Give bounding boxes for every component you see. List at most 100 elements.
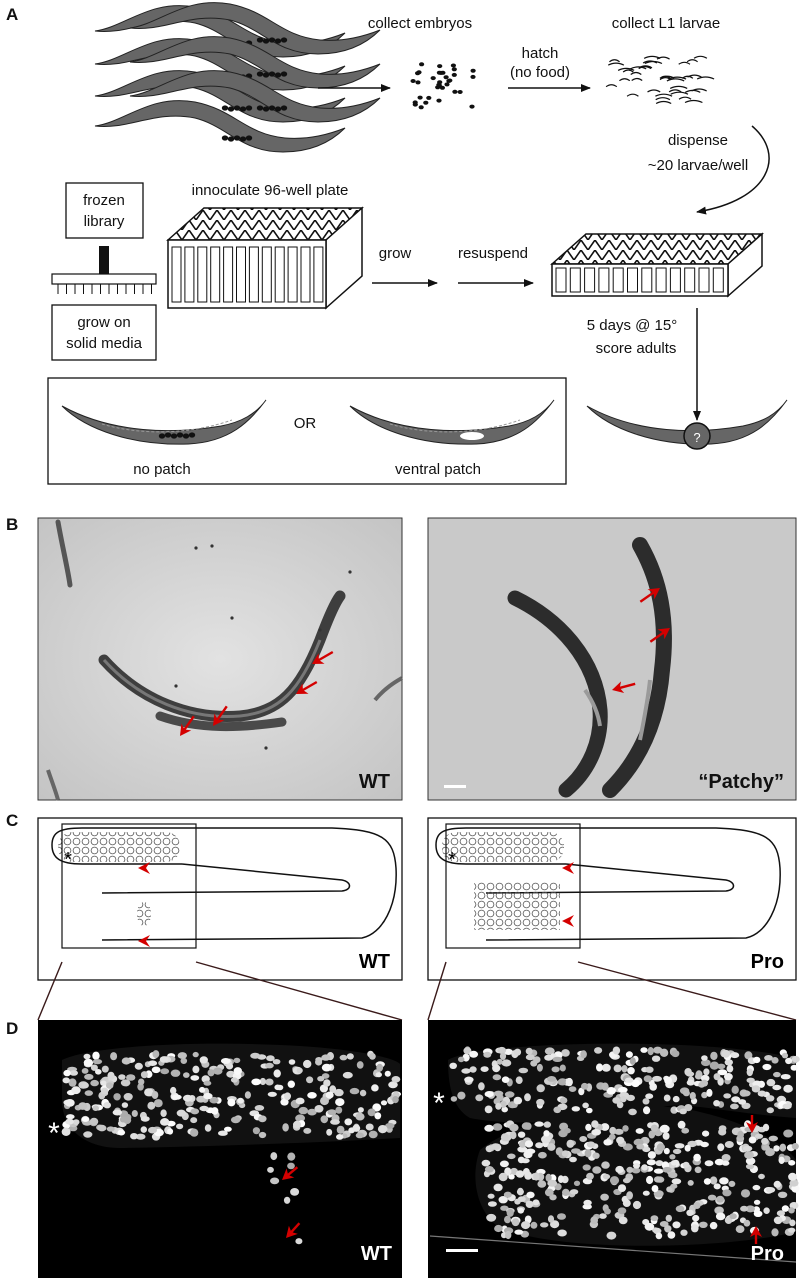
wt-nucleus (153, 1099, 163, 1108)
pro-nucleus (485, 1145, 493, 1153)
pro-nucleus (655, 1160, 664, 1167)
pro-nucleus (754, 1133, 764, 1139)
pro-nucleus (744, 1151, 754, 1159)
b-scale-bar (444, 785, 466, 788)
pro-nucleus (785, 1057, 793, 1065)
pro-nucleus (698, 1221, 708, 1229)
pro-nucleus (730, 1052, 740, 1059)
zoom-line-wt-left (37, 961, 63, 1021)
pro-nucleus (499, 1052, 507, 1061)
pro-nucleus (766, 1095, 775, 1102)
pro-nucleus (525, 1047, 533, 1055)
pro-nucleus (518, 1067, 529, 1074)
well (210, 246, 221, 303)
wt-nucleus (266, 1055, 275, 1062)
wt-nucleus (84, 1090, 94, 1096)
pro-nucleus (782, 1103, 792, 1110)
wt-nucleus (252, 1127, 260, 1135)
pro-nucleus (719, 1177, 729, 1185)
larva (681, 75, 694, 79)
wt-nucleus (140, 1071, 148, 1079)
pro-nucleus (578, 1087, 585, 1096)
c-pro-label: Pro (751, 951, 784, 973)
pro-nucleus (731, 1096, 741, 1103)
grow-label: grow (379, 245, 412, 262)
wt-nucleus (196, 1095, 206, 1103)
pro-nucleus (781, 1052, 789, 1059)
wt-nucleus (81, 1068, 89, 1074)
wt-nucleus (90, 1079, 99, 1087)
pro-nucleus (469, 1050, 479, 1058)
pro-nucleus (717, 1143, 725, 1152)
wt-nucleus (227, 1098, 236, 1107)
replicator-handle (99, 246, 109, 274)
pro-nucleus (709, 1221, 718, 1230)
pro-nucleus (724, 1141, 734, 1148)
pro-nucleus (675, 1205, 685, 1213)
wt-nucleus (71, 1086, 81, 1095)
pro-nucleus (659, 1124, 670, 1133)
fluorescence-wt (38, 1020, 402, 1278)
pro-nucleus (765, 1148, 775, 1157)
wt-nucleus (170, 1086, 177, 1095)
wt-nucleus (339, 1054, 348, 1061)
wt-nucleus (284, 1092, 291, 1101)
embryo (423, 100, 429, 105)
pro-nucleus (499, 1160, 509, 1168)
wt-nucleus (244, 1091, 251, 1099)
collect-larvae-label: collect L1 larvae (612, 15, 720, 32)
panel-a-letter: A (6, 5, 18, 24)
pro-nucleus (532, 1199, 540, 1206)
pro-nucleus (503, 1191, 512, 1198)
pro-nucleus (646, 1159, 656, 1166)
embryo (417, 95, 423, 100)
wt-nucleus (107, 1071, 115, 1080)
zoom-line-pro-right (577, 961, 797, 1021)
larva (619, 78, 631, 82)
no-patch-worm (61, 399, 267, 445)
pro-nucleus (509, 1131, 517, 1140)
pro-nucleus (670, 1160, 677, 1166)
wt-nucleus (287, 1152, 296, 1161)
pro-nucleus (714, 1158, 725, 1166)
wt-nucleus (113, 1093, 121, 1101)
wt-nucleus (369, 1053, 376, 1060)
well (669, 267, 681, 293)
wt-nucleus (273, 1069, 281, 1078)
c-arrowhead (138, 935, 150, 947)
pro-nucleus (783, 1084, 793, 1093)
pro-nucleus (715, 1212, 726, 1221)
pro-nucleus (544, 1047, 555, 1055)
wt-nucleus (233, 1067, 242, 1075)
wt-nucleus (183, 1072, 190, 1078)
pro-nucleus (745, 1205, 755, 1213)
pro-nucleus (525, 1148, 536, 1155)
pro-nucleus (525, 1200, 534, 1209)
wt-nucleus (349, 1087, 360, 1095)
pro-nucleus (791, 1055, 800, 1063)
larva (609, 59, 620, 63)
pro-nucleus (569, 1156, 577, 1163)
b-patchy-arrow (612, 681, 636, 693)
wt-nucleus (151, 1091, 159, 1099)
pro-nucleus (713, 1100, 720, 1107)
pro-nucleus (543, 1130, 550, 1137)
wt-nucleus (359, 1089, 367, 1097)
wt-nucleus (295, 1097, 305, 1105)
pro-nucleus (484, 1091, 494, 1098)
wt-nucleus (329, 1085, 337, 1094)
pro-nucleus (722, 1189, 732, 1197)
pro-nucleus (582, 1164, 591, 1171)
wt-nucleus (106, 1082, 114, 1089)
debris (264, 746, 268, 750)
wt-nucleus (211, 1107, 219, 1115)
pro-nucleus (579, 1136, 588, 1142)
pro-nucleus (486, 1213, 497, 1222)
wt-nucleus (230, 1116, 241, 1124)
pro-nucleus (788, 1172, 797, 1181)
debris (174, 684, 178, 688)
adult-worm (129, 2, 381, 55)
embryo (412, 102, 418, 107)
pro-nucleus (573, 1180, 581, 1187)
debris (348, 570, 352, 574)
